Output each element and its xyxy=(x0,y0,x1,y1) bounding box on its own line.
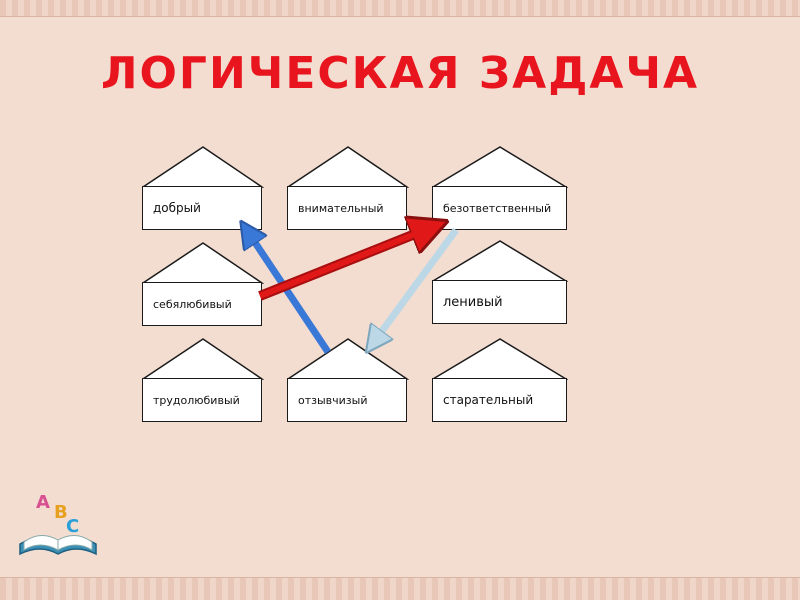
logo-letter-c: C xyxy=(66,516,79,537)
slide-title: ЛОГИЧЕСКАЯ ЗАДАЧА xyxy=(100,48,700,99)
house-label: безответственный xyxy=(432,186,567,230)
house-bezotvetstvennyi: безответственный xyxy=(432,146,568,232)
house-lenivyi: ленивый xyxy=(432,240,568,326)
arrow-light-blue xyxy=(374,227,459,342)
top-border xyxy=(0,0,800,17)
house-label: внимательный xyxy=(287,186,407,230)
house-trudolyubivyi: трудолюбивый xyxy=(142,338,264,424)
arrow-red-inner xyxy=(258,225,432,299)
house-label: себялюбивый xyxy=(142,282,262,326)
house-label: старательный xyxy=(432,378,567,422)
logo-letter-b: B xyxy=(54,502,68,523)
logo-letter-a: A xyxy=(36,492,50,513)
house-label: отзывчизый xyxy=(287,378,407,422)
abc-book-logo: A B C xyxy=(19,492,97,556)
house-label: ленивый xyxy=(432,280,567,324)
arrow-blue xyxy=(248,232,331,354)
house-otzyvchizyi: отзывчизый xyxy=(287,338,409,424)
house-staratelnyi: старательный xyxy=(432,338,568,424)
house-vnimatelnyi: внимательный xyxy=(287,146,409,232)
house-sebyalyubivyi: себялюбивый xyxy=(142,242,264,328)
bottom-border xyxy=(0,577,800,600)
house-label: трудолюбивый xyxy=(142,378,262,422)
